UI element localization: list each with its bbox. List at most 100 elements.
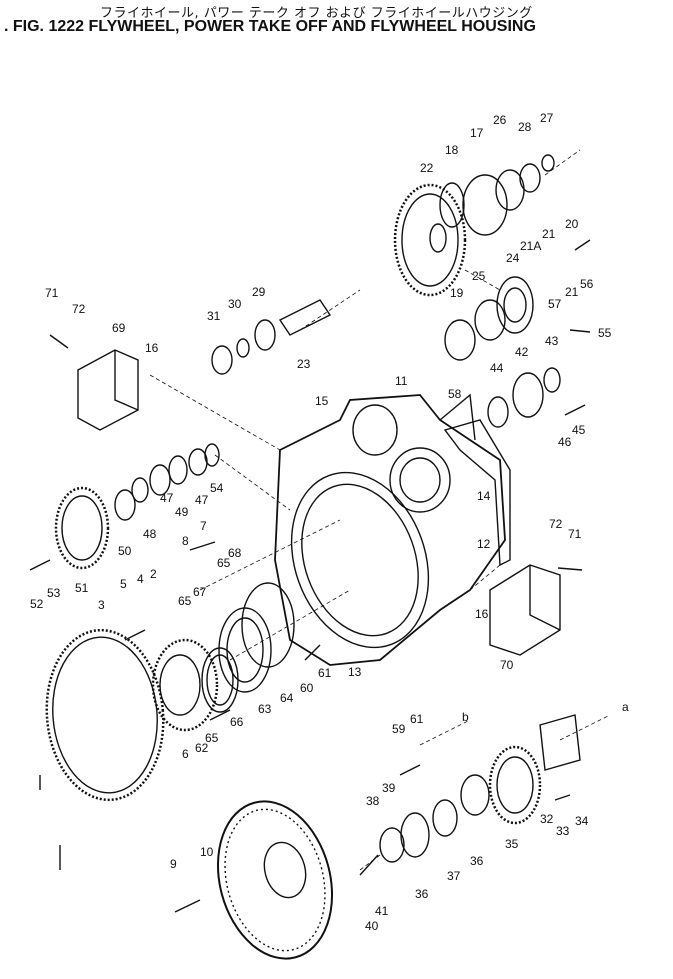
part-label: 71 bbox=[45, 286, 59, 300]
pto-bearing-stack bbox=[462, 154, 555, 236]
part-label: 21 bbox=[542, 227, 556, 241]
part-label: 21A bbox=[520, 239, 541, 253]
part-label: 59 bbox=[392, 722, 406, 736]
gear-22 bbox=[393, 183, 467, 297]
part-label: 47 bbox=[195, 493, 209, 507]
part-label: 62 bbox=[195, 741, 209, 755]
seal-cover bbox=[218, 607, 272, 693]
part-label: 7 bbox=[200, 519, 207, 533]
part-label: 60 bbox=[300, 681, 314, 695]
part-label: 55 bbox=[598, 326, 612, 340]
part-label: 38 bbox=[366, 794, 380, 808]
part-label: 43 bbox=[545, 334, 559, 348]
part-label: 69 bbox=[112, 321, 126, 335]
part-label: 24 bbox=[506, 251, 520, 265]
part-label: 18 bbox=[445, 143, 459, 157]
part-label: 33 bbox=[556, 824, 570, 838]
part-label: 61 bbox=[318, 666, 332, 680]
part-label: 35 bbox=[505, 837, 519, 851]
assembly-lines bbox=[149, 149, 611, 871]
part-label: 65 bbox=[178, 594, 192, 608]
bearing-cover bbox=[539, 714, 581, 771]
drawing-lines bbox=[29, 149, 611, 960]
part-label: 12 bbox=[477, 537, 491, 551]
part-label: 52 bbox=[30, 597, 44, 611]
bearing-stack bbox=[131, 443, 220, 503]
part-label: 41 bbox=[375, 904, 389, 918]
part-label: 20 bbox=[565, 217, 579, 231]
lower-bearing-stack bbox=[379, 774, 490, 863]
part-label: 66 bbox=[230, 715, 244, 729]
part-label: 44 bbox=[490, 361, 504, 375]
part-label: 65 bbox=[205, 731, 219, 745]
part-label: 13 bbox=[348, 665, 362, 679]
reference-letter: a bbox=[622, 700, 629, 714]
part-label: 17 bbox=[470, 126, 484, 140]
part-label: 70 bbox=[500, 658, 514, 672]
gasket-64 bbox=[241, 582, 295, 668]
gear-51 bbox=[54, 486, 110, 570]
part-label: 63 bbox=[258, 702, 272, 716]
part-label: 53 bbox=[47, 586, 61, 600]
part-label: 16 bbox=[475, 607, 489, 621]
japanese-title: フライホイール, パワー テーク オフ および フライホイールハウジング bbox=[100, 6, 533, 21]
part-label: 5 bbox=[120, 577, 127, 591]
part-label: 51 bbox=[75, 581, 89, 595]
part-label: 27 bbox=[540, 111, 554, 125]
part-label: 64 bbox=[280, 691, 294, 705]
bracket-70 bbox=[489, 564, 561, 656]
part-label: 37 bbox=[447, 869, 461, 883]
part-label: 30 bbox=[228, 297, 242, 311]
bracket-69 bbox=[77, 349, 139, 431]
part-label: 72 bbox=[72, 302, 86, 316]
part-label: 39 bbox=[382, 781, 396, 795]
part-label: 11 bbox=[395, 374, 408, 388]
flywheel-housing bbox=[274, 393, 506, 666]
part-label: 36 bbox=[470, 854, 484, 868]
part-label: 56 bbox=[580, 277, 594, 291]
o-ring-18 bbox=[439, 182, 465, 228]
part-label: 29 bbox=[252, 285, 266, 299]
part-label: 72 bbox=[549, 517, 563, 531]
flywheel bbox=[216, 800, 334, 960]
cover-42 bbox=[512, 372, 544, 418]
part-label: 54 bbox=[210, 481, 224, 495]
part-label: 2 bbox=[150, 567, 157, 581]
part-label: 23 bbox=[297, 357, 311, 371]
o-ring-25 bbox=[474, 299, 506, 341]
part-label: 67 bbox=[193, 585, 207, 599]
reference-letter: b bbox=[462, 710, 469, 724]
part-label: 15 bbox=[315, 394, 329, 408]
part-label: 68 bbox=[228, 546, 242, 560]
part-label: 50 bbox=[118, 544, 132, 558]
part-label: 3 bbox=[98, 598, 105, 612]
part-label: 58 bbox=[448, 387, 462, 401]
part-label: 6 bbox=[182, 747, 189, 761]
bolts bbox=[29, 239, 591, 913]
part-label: 25 bbox=[472, 269, 486, 283]
part-label: 8 bbox=[182, 534, 189, 548]
part-label: 36 bbox=[415, 887, 429, 901]
part-label: 42 bbox=[515, 345, 529, 359]
part-label: 40 bbox=[365, 919, 379, 933]
part-label: 21 bbox=[565, 285, 579, 299]
part-label: 61 bbox=[410, 712, 424, 726]
o-ring-44 bbox=[487, 396, 509, 428]
shaft-23 bbox=[211, 299, 332, 375]
part-label: 19 bbox=[450, 286, 464, 300]
part-label: 65 bbox=[217, 556, 231, 570]
part-label: 10 bbox=[200, 845, 214, 859]
part-label: 57 bbox=[548, 297, 562, 311]
ring-gear bbox=[45, 628, 165, 802]
figure-title: . FIG. 1222 FLYWHEEL, POWER TAKE OFF AND… bbox=[4, 18, 536, 35]
part-label: 32 bbox=[540, 812, 554, 826]
part-label: 31 bbox=[207, 309, 221, 323]
gear-35 bbox=[488, 745, 542, 825]
part-label: 28 bbox=[518, 120, 532, 134]
part-label: 46 bbox=[558, 435, 572, 449]
part-label: 47 bbox=[160, 491, 174, 505]
part-label: 49 bbox=[175, 505, 189, 519]
o-ring-43 bbox=[543, 367, 561, 393]
